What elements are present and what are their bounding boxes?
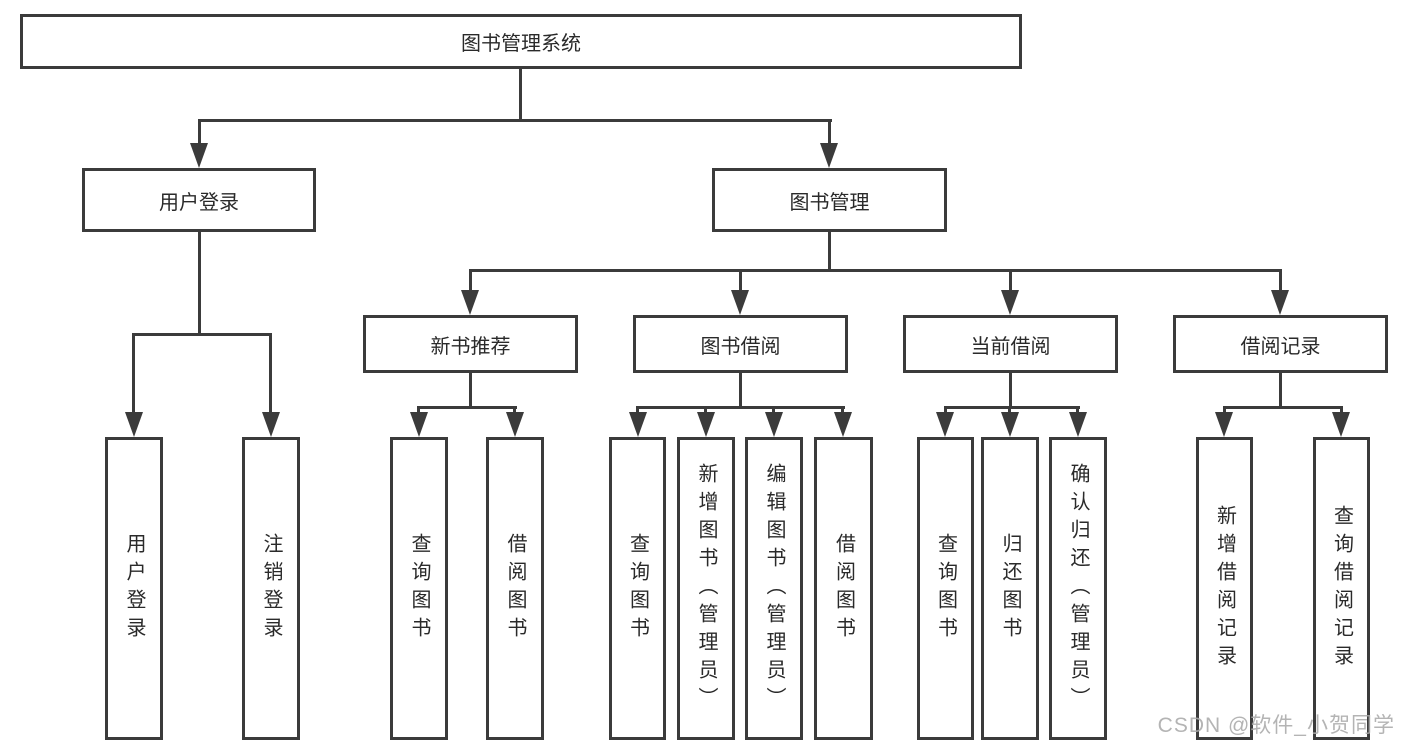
connector-line: [944, 406, 1080, 409]
node-current-borrow: 当前借阅: [903, 315, 1118, 373]
connector-line: [519, 69, 522, 121]
connector-line: [198, 119, 832, 122]
arrow-down-icon: [936, 412, 954, 437]
arrow-down-icon: [731, 290, 749, 315]
connector-line: [828, 119, 831, 148]
connector-line: [269, 333, 272, 415]
arrow-down-icon: [1001, 290, 1019, 315]
connector-line: [704, 406, 707, 416]
arrow-down-icon: [461, 290, 479, 315]
connector-line: [417, 406, 420, 416]
node-label: 编辑图书（管理员）: [763, 462, 785, 715]
arrow-down-icon: [1271, 290, 1289, 315]
connector-line: [1340, 406, 1343, 416]
arrow-down-icon: [834, 412, 852, 437]
connector-line: [1076, 406, 1079, 416]
arrow-down-icon: [1332, 412, 1350, 437]
connector-line: [944, 406, 947, 416]
node-label: 查询图书: [408, 532, 430, 645]
connector-line: [513, 406, 516, 416]
connector-line: [739, 269, 742, 293]
arrow-down-icon: [1215, 412, 1233, 437]
node-book-mgmt: 图书管理: [712, 168, 947, 232]
arrow-down-icon: [1069, 412, 1087, 437]
node-label: 查询图书: [626, 532, 649, 645]
connector-line: [132, 333, 272, 336]
connector-line: [1008, 406, 1011, 416]
connector-line: [469, 269, 1282, 272]
node-label: 借阅记录: [1240, 335, 1321, 358]
connector-line: [132, 333, 135, 415]
node-label: 查询图书: [934, 532, 957, 645]
connector-line: [828, 232, 831, 272]
arrow-down-icon: [765, 412, 783, 437]
connector-line: [772, 406, 775, 416]
node-leaf-query-book-current: 查询图书: [917, 437, 974, 740]
connector-line: [1279, 373, 1282, 408]
node-leaf-query-borrow-record: 查询借阅记录: [1313, 437, 1370, 740]
node-leaf-query-book-borrow: 查询图书: [609, 437, 666, 740]
node-leaf-borrow-book-borrow: 借阅图书: [814, 437, 873, 740]
node-label: 图书借阅: [700, 335, 781, 358]
arrow-down-icon: [262, 412, 280, 437]
connector-line: [1223, 406, 1226, 416]
node-leaf-add-book-admin: 新增图书（管理员）: [677, 437, 735, 740]
connector-line: [198, 232, 201, 335]
node-label: 新书推荐: [430, 335, 511, 358]
node-label: 图书管理: [789, 191, 870, 214]
node-new-book-recommend: 新书推荐: [363, 315, 578, 373]
node-leaf-add-borrow-record: 新增借阅记录: [1196, 437, 1253, 740]
node-leaf-return-book: 归还图书: [981, 437, 1039, 740]
arrow-down-icon: [820, 143, 838, 168]
node-label: 当前借阅: [970, 335, 1051, 358]
connector-line: [739, 373, 742, 408]
node-root: 图书管理系统: [20, 14, 1022, 69]
connector-line: [417, 406, 517, 409]
node-label: 归还图书: [999, 532, 1021, 645]
node-leaf-edit-book-admin: 编辑图书（管理员）: [745, 437, 803, 740]
node-leaf-confirm-return-admin: 确认归还（管理员）: [1049, 437, 1107, 740]
node-borrow-record: 借阅记录: [1173, 315, 1388, 373]
node-leaf-user-login: 用户登录: [105, 437, 163, 740]
node-leaf-borrow-book-newbook: 借阅图书: [486, 437, 544, 740]
connector-line: [841, 406, 844, 416]
node-label: 用户登录: [123, 532, 145, 645]
connector-line: [636, 406, 639, 416]
arrow-down-icon: [125, 412, 143, 437]
connector-line: [469, 373, 472, 408]
node-label: 图书管理系统: [461, 33, 581, 55]
node-label: 注销登录: [260, 532, 282, 645]
node-book-borrow: 图书借阅: [633, 315, 848, 373]
node-label: 新增借阅记录: [1213, 504, 1236, 673]
arrow-down-icon: [1001, 412, 1019, 437]
node-label: 确认归还（管理员）: [1067, 462, 1089, 715]
connector-line: [1009, 269, 1012, 293]
node-leaf-query-book-newbook: 查询图书: [390, 437, 448, 740]
arrow-down-icon: [410, 412, 428, 437]
connector-line: [1223, 406, 1343, 409]
node-label: 新增图书（管理员）: [695, 462, 717, 715]
arrow-down-icon: [697, 412, 715, 437]
arrow-down-icon: [506, 412, 524, 437]
arrow-down-icon: [190, 143, 208, 168]
node-label: 借阅图书: [832, 532, 855, 645]
node-label: 查询借阅记录: [1330, 504, 1353, 673]
connector-line: [469, 269, 472, 293]
connector-line: [636, 406, 845, 409]
node-label: 用户登录: [159, 191, 239, 214]
arrow-down-icon: [629, 412, 647, 437]
connector-line: [1009, 373, 1012, 408]
node-leaf-logout: 注销登录: [242, 437, 300, 740]
connector-line: [1279, 269, 1282, 293]
connector-line: [198, 119, 201, 148]
node-label: 借阅图书: [504, 532, 526, 645]
node-user-login: 用户登录: [82, 168, 316, 232]
